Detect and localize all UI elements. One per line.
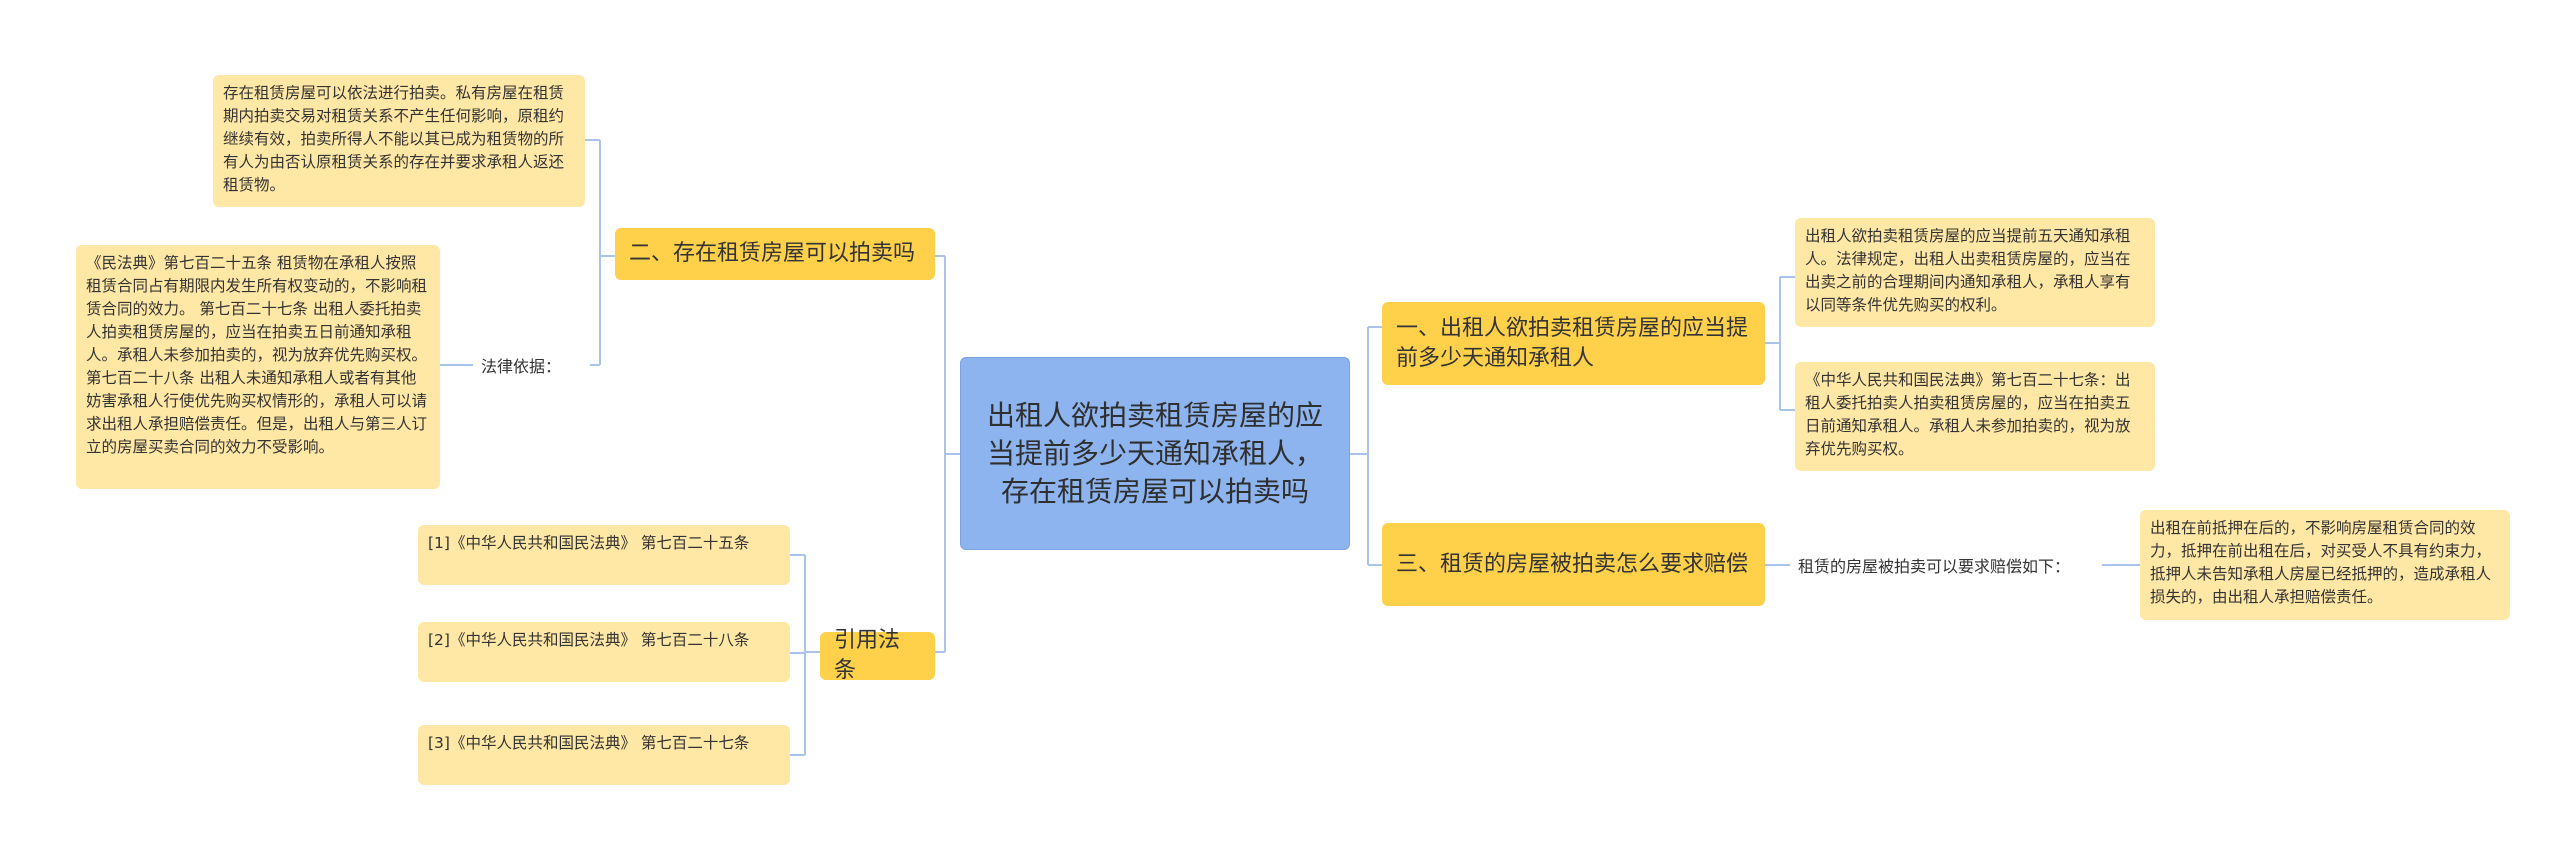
- leaf-node-notice-answer[interactable]: 出租人欲拍卖租赁房屋的应当提前五天通知承租人。法律规定，出租人出卖租赁房屋的，应…: [1795, 218, 2155, 327]
- branch-node-can-auction[interactable]: 二、存在租赁房屋可以拍卖吗: [615, 228, 935, 280]
- leaf-node-legal-basis[interactable]: 《民法典》第七百二十五条 租赁物在承租人按照租赁合同占有期限内发生所有权变动的，…: [76, 245, 440, 489]
- leaf-node-compensation-detail[interactable]: 出租在前抵押在后的，不影响房屋租赁合同的效力，抵押在前出租在后，对买受人不具有约…: [2140, 510, 2510, 620]
- reference-text: [3]《中华人民共和国民法典》 第七百二十七条: [428, 734, 750, 752]
- root-node[interactable]: 出租人欲拍卖租赁房屋的应当提前多少天通知承租人，存在租赁房屋可以拍卖吗: [960, 357, 1350, 550]
- label-text: 法律依据：: [481, 357, 562, 376]
- branch-node-compensation[interactable]: 三、租赁的房屋被拍卖怎么要求赔偿: [1382, 523, 1765, 606]
- leaf-text: 《民法典》第七百二十五条 租赁物在承租人按照租赁合同占有期限内发生所有权变动的，…: [86, 254, 428, 456]
- root-title: 出租人欲拍卖租赁房屋的应当提前多少天通知承租人，存在租赁房屋可以拍卖吗: [986, 398, 1323, 508]
- branch-label: 一、出租人欲拍卖租赁房屋的应当提前多少天通知承租人: [1396, 315, 1749, 371]
- leaf-text: 出租在前抵押在后的，不影响房屋租赁合同的效力，抵押在前出租在后，对买受人不具有约…: [2150, 519, 2492, 606]
- leaf-text: 《中华人民共和国民法典》第七百二十七条：出租人委托拍卖人拍卖租赁房屋的，应当在拍…: [1805, 371, 2131, 458]
- reference-text: [2]《中华人民共和国民法典》 第七百二十八条: [428, 631, 750, 649]
- reference-item-1[interactable]: [1]《中华人民共和国民法典》 第七百二十五条: [418, 525, 790, 585]
- label-text: 租赁的房屋被拍卖可以要求赔偿如下：: [1798, 557, 2071, 576]
- legal-basis-label[interactable]: 法律依据：: [473, 352, 590, 382]
- branch-node-notice-period[interactable]: 一、出租人欲拍卖租赁房屋的应当提前多少天通知承租人: [1382, 302, 1765, 385]
- leaf-node-article-727[interactable]: 《中华人民共和国民法典》第七百二十七条：出租人委托拍卖人拍卖租赁房屋的，应当在拍…: [1795, 362, 2155, 471]
- branch-label: 二、存在租赁房屋可以拍卖吗: [629, 241, 916, 266]
- leaf-node-can-auction-answer[interactable]: 存在租赁房屋可以依法进行拍卖。私有房屋在租赁期内拍卖交易对租赁关系不产生任何影响…: [213, 75, 585, 207]
- leaf-text: 出租人欲拍卖租赁房屋的应当提前五天通知承租人。法律规定，出租人出卖租赁房屋的，应…: [1805, 227, 2131, 314]
- branch-label: 三、租赁的房屋被拍卖怎么要求赔偿: [1396, 551, 1749, 577]
- compensation-label[interactable]: 租赁的房屋被拍卖可以要求赔偿如下：: [1790, 552, 2102, 582]
- reference-text: [1]《中华人民共和国民法典》 第七百二十五条: [428, 534, 750, 552]
- reference-item-2[interactable]: [2]《中华人民共和国民法典》 第七百二十八条: [418, 622, 790, 682]
- branch-node-cited-articles[interactable]: 引用法条: [820, 628, 935, 683]
- leaf-text: 存在租赁房屋可以依法进行拍卖。私有房屋在租赁期内拍卖交易对租赁关系不产生任何影响…: [223, 84, 565, 194]
- reference-item-3[interactable]: [3]《中华人民共和国民法典》 第七百二十七条: [418, 725, 790, 785]
- branch-label: 引用法条: [834, 628, 901, 683]
